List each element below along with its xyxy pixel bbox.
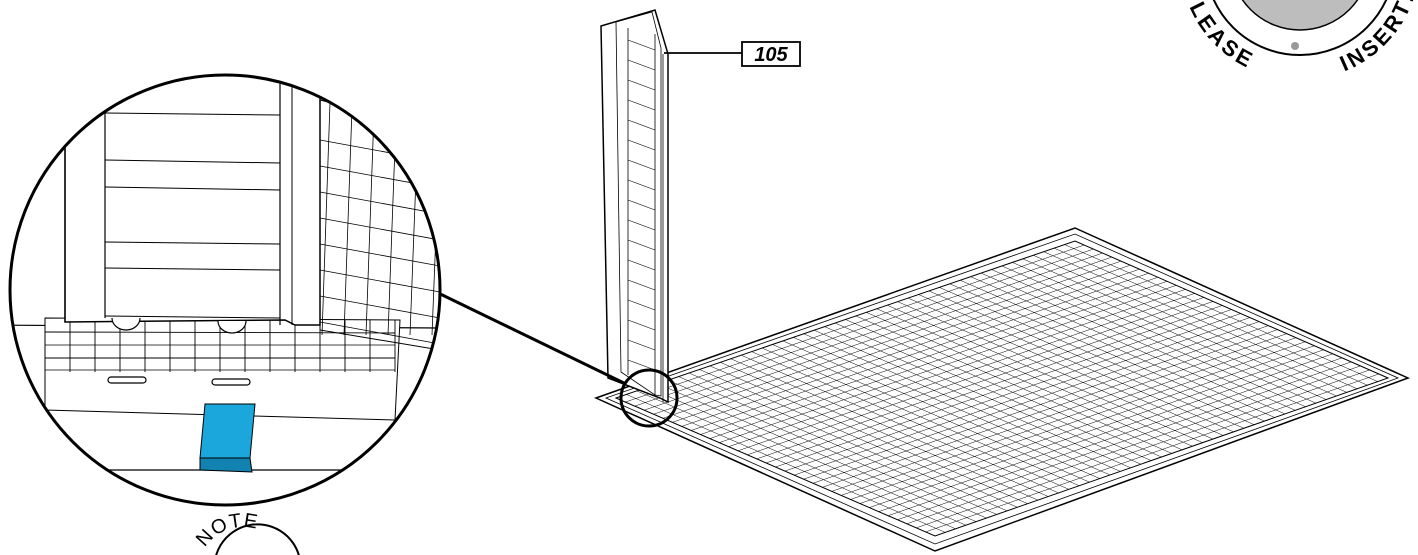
insert-tab	[199, 403, 256, 473]
please-insert-stamp: PLEASE INSERT!	[1179, 0, 1417, 76]
mesh-base-panel	[593, 227, 1410, 552]
upright-slats	[627, 39, 656, 371]
note-badge: NOTE	[192, 510, 300, 555]
note-badge-text: NOTE	[192, 510, 259, 551]
svg-text:NOTE: NOTE	[192, 510, 260, 551]
mesh-grid	[625, 244, 1379, 533]
part-callout: 105	[664, 41, 801, 67]
zoomed-detail	[8, 73, 442, 507]
upright-panel	[600, 9, 669, 404]
part-number-label: 105	[754, 44, 788, 66]
detail-marker	[431, 288, 679, 428]
stamp-dot	[1291, 42, 1299, 50]
